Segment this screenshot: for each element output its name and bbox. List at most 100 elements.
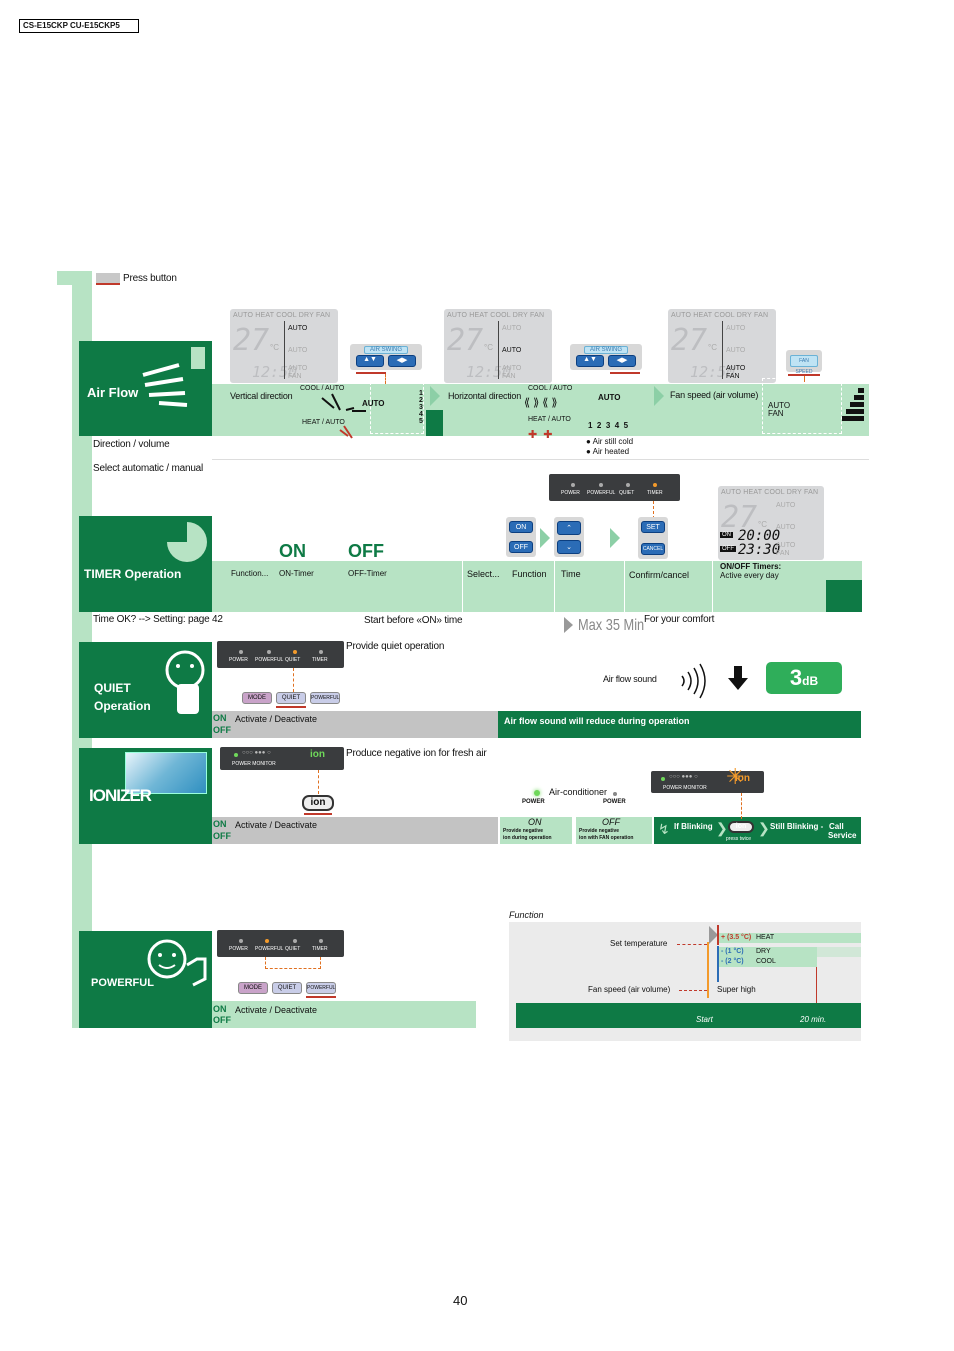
swing-vertical-button[interactable]: ▲▼ <box>576 355 604 367</box>
timer-up-button[interactable]: ⌃ <box>557 521 581 535</box>
time-ok-setting: Time OK? --> Setting: page 42 <box>93 614 223 625</box>
lcd-auto-1: AUTO <box>726 325 746 332</box>
ionizer-image <box>125 752 207 794</box>
ion-button-small[interactable]: ion <box>728 821 754 833</box>
timer-cell-divider <box>624 561 625 612</box>
super-high-label: Super high <box>717 985 756 994</box>
fan-speed-label: Fan speed (air volume) <box>670 390 759 400</box>
powerful-button[interactable]: POWERFUL <box>306 982 336 994</box>
power-monitor-label: POWER MONITOR <box>232 761 276 767</box>
ion-on-desc-2: ion during operation <box>503 835 552 841</box>
indicator-dot <box>319 939 323 943</box>
horizontal-flap-icons-red: ✚✚ <box>528 429 559 441</box>
timer-title-block: TIMER Operation <box>79 516 212 612</box>
lcd-unit: °C <box>758 520 767 529</box>
quiet-title-block: QUIET Operation <box>79 642 212 738</box>
ionizer-activate: Activate / Deactivate <box>235 820 318 830</box>
swing-horizontal-button[interactable]: ◀▶ <box>608 355 636 367</box>
power-label-1: POWER <box>522 799 545 805</box>
dry-label: DRY <box>756 948 771 955</box>
powerful-off: OFF <box>213 1015 231 1025</box>
auto-fan-label-2: FAN <box>768 409 784 418</box>
press-underline <box>304 813 332 815</box>
gray-triangle-icon <box>709 926 718 944</box>
power-label-2: POWER <box>603 799 626 805</box>
lcd-on-tag: ON <box>720 532 733 538</box>
panel-label: POWERFUL <box>255 946 284 952</box>
dry-cool-band-right <box>817 947 861 957</box>
divider-line <box>212 459 869 460</box>
press-underline <box>306 996 336 998</box>
panel-label: POWERFUL <box>587 490 616 496</box>
lcd-unit: °C <box>708 343 717 352</box>
db-unit: dB <box>802 674 819 688</box>
lcd-clock: 12:50 <box>252 363 298 381</box>
air-still-cold: ● Air still cold <box>586 437 634 446</box>
mode-button[interactable]: MODE <box>242 692 272 704</box>
orange-connector <box>318 770 319 794</box>
power-monitor-label: POWER MONITOR <box>663 785 707 791</box>
timer-down-button[interactable]: ⌄ <box>557 540 581 554</box>
lcd-temp: 27 <box>447 323 484 358</box>
cool-auto-label: COOL / AUTO <box>300 385 345 392</box>
model-number: CS-E15CKP CU-E15CKP5 <box>19 19 139 33</box>
powerful-button[interactable]: POWERFUL <box>310 692 340 704</box>
indicator-dot <box>653 483 657 487</box>
lcd-auto-3: AUTO <box>726 365 746 372</box>
auto-fan-label-1: AUTO <box>768 401 791 410</box>
timer-off-button[interactable]: OFF <box>509 541 533 553</box>
v-number: 2 <box>419 397 423 404</box>
airflow-icon <box>142 347 205 407</box>
timer-on-button[interactable]: ON <box>509 521 533 533</box>
cool-down-arrow <box>717 946 719 982</box>
fan-speed-label: Fan speed (air volume) <box>588 985 671 994</box>
fan-speed-button[interactable]: FAN SPEED <box>790 355 818 375</box>
lcd-auto-3: AUTO <box>776 542 796 549</box>
heat-up-arrow <box>717 925 719 945</box>
lcd-unit: °C <box>270 343 279 352</box>
timer-up-down-buttons: ⌃ ⌄ <box>554 517 584 557</box>
ion-button[interactable]: ion <box>302 795 334 811</box>
timer-set-button[interactable]: SET <box>641 521 665 533</box>
set-temperature: Set temperature <box>610 939 668 948</box>
db-value: 3 <box>789 665 803 690</box>
chevron-right-icon <box>540 528 550 548</box>
legend-press-button: Press button <box>123 273 177 284</box>
quiet-face-icon <box>165 650 205 714</box>
ionizer-off: OFF <box>213 831 231 841</box>
timer-cancel-button[interactable]: CANCEL <box>641 543 665 555</box>
gray-led-icon <box>613 792 617 796</box>
airflow-title-block: Air Flow <box>79 341 212 436</box>
cool-label: COOL <box>756 958 776 965</box>
lcd-clock: 12:50 <box>690 363 736 381</box>
swing-vertical-button[interactable]: ▲▼ <box>356 355 384 367</box>
panel-dots: ○○○ ●●● ○ <box>242 750 271 756</box>
vertical-auto-label: AUTO <box>362 399 385 408</box>
play-arrow-icon <box>564 617 573 633</box>
start-label: Start <box>696 1015 713 1024</box>
air-swing-label: AIR SWING <box>364 346 408 354</box>
ionizer-on-cell: ON Provide negative ion during operation <box>500 817 572 844</box>
h-number: 5 <box>623 421 629 430</box>
orange-vertical-line <box>707 942 709 998</box>
clock-icon <box>167 522 207 562</box>
ionizer-gray-bar <box>212 817 498 844</box>
indicator-dot <box>234 753 238 757</box>
ionizer-title: IONIZER <box>89 786 152 805</box>
lcd-auto-3: AUTO <box>502 365 522 372</box>
air-conditioner-label: Air-conditioner <box>549 787 608 797</box>
indicator-dot <box>661 777 665 781</box>
dry-cool-band <box>719 947 817 967</box>
lcd-fan: FAN <box>776 550 790 557</box>
mode-button[interactable]: MODE <box>238 982 268 994</box>
timer-cell-divider <box>462 561 463 612</box>
swing-horizontal-button[interactable]: ◀▶ <box>388 355 416 367</box>
start-before-on-time: Start before «ON» time <box>364 615 463 626</box>
orange-connector <box>804 376 805 382</box>
lcd-fan: FAN <box>502 373 516 380</box>
quiet-title-line1: QUIET <box>94 681 131 695</box>
quiet-button[interactable]: QUIET <box>276 692 306 704</box>
cool-auto-label: COOL / AUTO <box>528 385 573 392</box>
quiet-button[interactable]: QUIET <box>272 982 302 994</box>
air-swing-label: AIR SWING <box>584 346 628 354</box>
